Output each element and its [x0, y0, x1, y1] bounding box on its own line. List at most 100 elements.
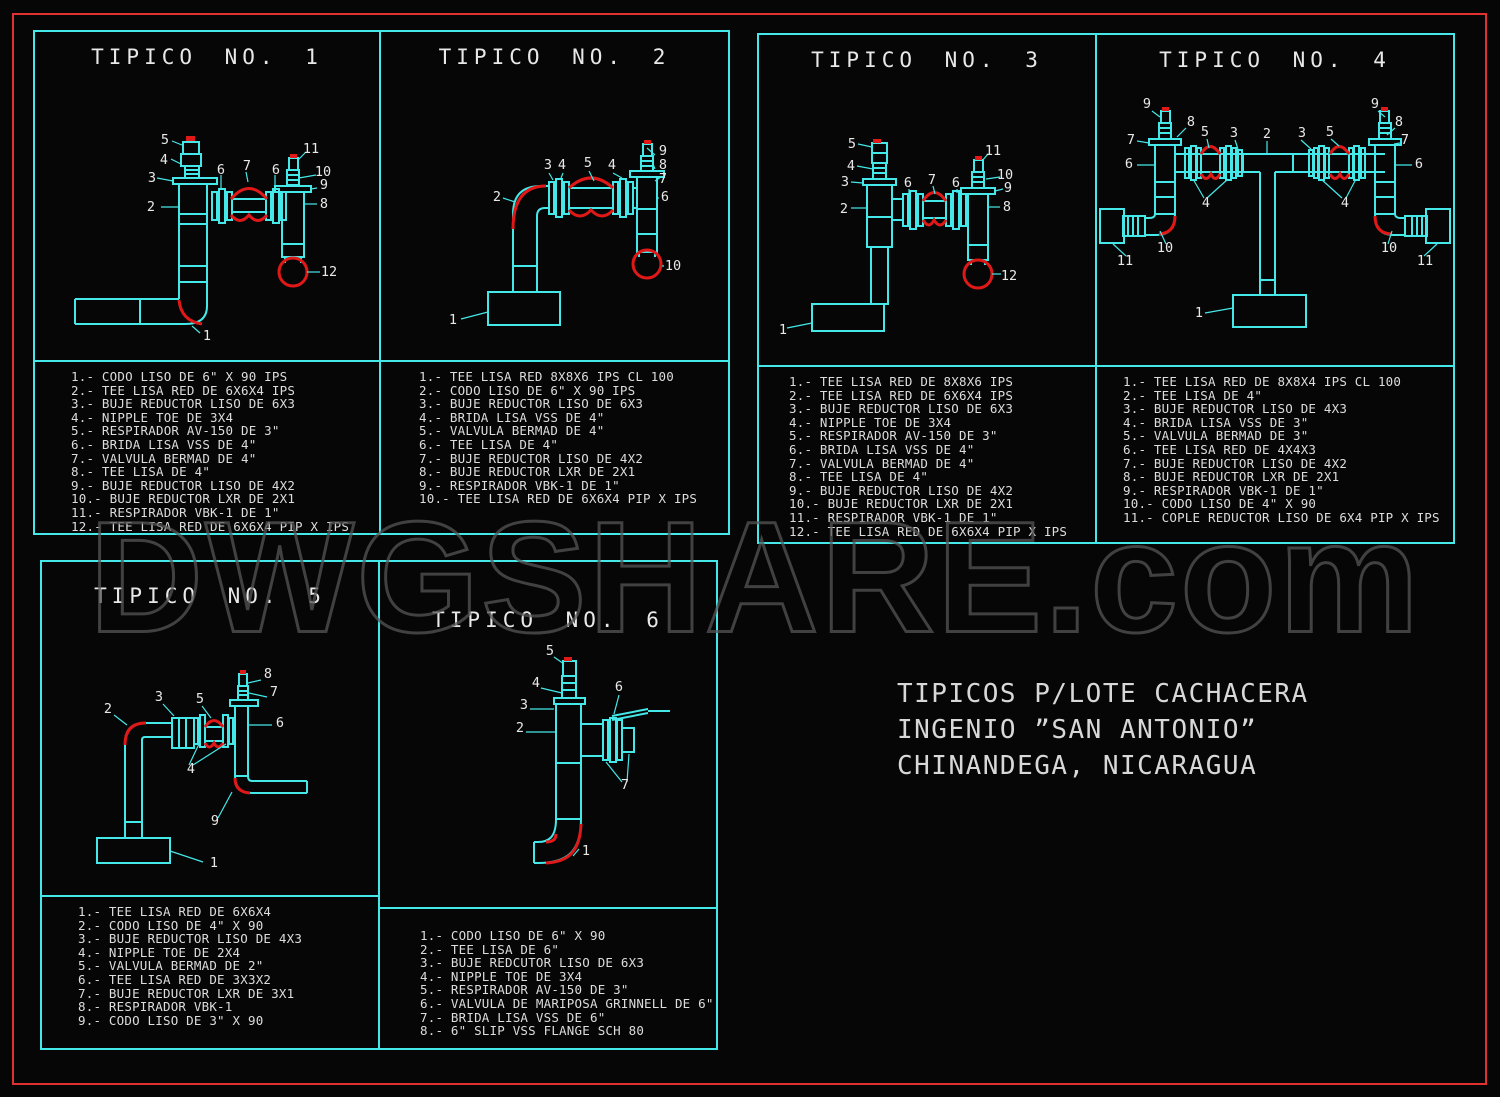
- parts-list-item: 2.- CODO LISO DE 6" X 90 IPS: [419, 382, 636, 398]
- callout-number: 5: [161, 132, 169, 148]
- callout-number: 7: [659, 171, 667, 187]
- panel-title: TIPICO NO. 4: [1159, 48, 1391, 72]
- callout-number: 2: [493, 189, 501, 205]
- callout-number: 7: [270, 684, 278, 700]
- callout-number: 5: [584, 155, 592, 171]
- callout-number: 8: [264, 666, 272, 682]
- parts-list-item: 4.- BRIDA LISA VSS DE 4": [419, 409, 605, 425]
- parts-list-item: 2.- TEE LISA DE 6": [420, 941, 560, 957]
- parts-list-item: 12.- TEE LISA RED DE 6X6X4 PIP X IPS: [789, 523, 1068, 539]
- callout-number: 1: [449, 312, 457, 328]
- parts-list-item: 5.- VALVULA BERMAD DE 2": [78, 958, 264, 974]
- parts-list-item: 1.- CODO LISO DE 6" X 90: [420, 928, 606, 943]
- parts-list-item: 7.- BUJE REDUCTOR LXR DE 3X1: [78, 985, 295, 1001]
- panel-title: TIPICO NO. 2: [438, 45, 671, 69]
- parts-list-item: 5.- VALVULA BERMAD DE 3": [1123, 428, 1309, 444]
- parts-list-item: 11.- RESPIRADOR VBK-1 DE 1": [71, 504, 280, 520]
- title-line-1: TIPICOS P/LOTE CACHACERA: [897, 679, 1309, 709]
- panel-tipico-3: TIPICO NO. 3: [757, 33, 1097, 544]
- parts-list-item: 1.- TEE LISA RED 8X8X6 IPS CL 100: [419, 369, 674, 384]
- panel-tipico-5: TIPICO NO. 5: [40, 560, 380, 1050]
- callout-number: 4: [532, 675, 540, 691]
- callout-number: 6: [276, 715, 284, 731]
- parts-list-item: 12.- TEE LISA RED DE 6X6X4 PIP X IPS: [71, 518, 350, 534]
- parts-list-item: 2.- TEE LISA RED DE 6X6X4 IPS: [71, 382, 296, 398]
- callout-number: 5: [1201, 124, 1209, 140]
- parts-list-item: 9.- BUJE REDUCTOR LISO DE 4X2: [71, 477, 296, 493]
- respirador-tip: [1381, 107, 1388, 111]
- panel-tipico-2: TIPICO NO. 2: [379, 30, 730, 535]
- parts-list-item: 4.- NIPPLE TOE DE 3X4: [420, 968, 583, 984]
- respirador-tip: [873, 139, 881, 143]
- panel-title: TIPICO NO. 3: [811, 48, 1043, 72]
- parts-list-item: 10.- CODO LISO DE 4" X 90: [1123, 496, 1317, 512]
- callout-number: 11: [303, 141, 319, 157]
- parts-list-item: 3.- BUJE REDUCTOR LISO DE 4X3: [78, 931, 303, 947]
- parts-list-item: 5.- RESPIRADOR AV-150 DE 3": [71, 423, 280, 439]
- callout-number: 7: [1127, 132, 1135, 148]
- sheet-border-frame: [12, 13, 1487, 1085]
- callout-number: 2: [516, 720, 524, 736]
- red-fittings: [511, 176, 663, 280]
- callout-number: 10: [1157, 240, 1173, 256]
- parts-list-item: 6.- BRIDA LISA VSS DE 4": [71, 436, 257, 452]
- callout-number: 5: [546, 643, 554, 659]
- callout-number: 2: [147, 199, 155, 215]
- callout-number: 1: [203, 328, 211, 344]
- parts-list-item: 3.- BUJE REDUCTOR LISO DE 6X3: [419, 396, 644, 412]
- drawing-title-block: TIPICOS P/LOTE CACHACERA INGENIO ”SAN AN…: [897, 676, 1309, 784]
- callout-number: 9: [320, 177, 328, 193]
- callout-number: 6: [1415, 156, 1423, 172]
- respirador-tip: [240, 670, 246, 674]
- callout-number: 6: [615, 679, 623, 695]
- parts-list-item: 10.- TEE LISA RED DE 6X6X4 PIP X IPS: [419, 491, 698, 507]
- panel-title: TIPICO NO. 1: [91, 45, 323, 69]
- callout-number: 10: [1381, 240, 1397, 256]
- parts-list-item: 5.- RESPIRADOR AV-150 DE 3": [420, 982, 629, 998]
- parts-list-item: 9.- RESPIRADOR VBK-1 DE 1": [1123, 482, 1324, 498]
- callout-number: 6: [952, 175, 960, 191]
- callout-number: 2: [104, 701, 112, 717]
- callout-number: 9: [1143, 96, 1151, 112]
- pipe-outline: [533, 660, 670, 864]
- callout-number: 8: [1395, 114, 1403, 130]
- title-line-3: CHINANDEGA, NICARAGUA: [897, 751, 1258, 781]
- parts-list-item: 7.- BUJE REDUCTOR LISO DE 4X2: [1123, 455, 1348, 471]
- callout-number: 7: [928, 172, 936, 188]
- callout-number: 11: [1117, 253, 1133, 269]
- parts-list-item: 10.- BUJE REDUCTOR LXR DE 2X1: [71, 491, 296, 507]
- parts-list-item: 1.- TEE LISA RED DE 8X8X6 IPS: [789, 374, 1014, 389]
- panel-tipico-6: TIPICO NO. 6: [378, 560, 718, 1050]
- callout-number: 3: [841, 174, 849, 190]
- callout-number: 9: [1371, 96, 1379, 112]
- callout-number: 6: [661, 189, 669, 205]
- callout-number: 4: [187, 761, 195, 777]
- respirador-tip: [290, 154, 297, 158]
- parts-list-item: 8.- TEE LISA DE 4": [789, 469, 929, 485]
- panel-tipico-1: TIPICO NO. 1: [33, 30, 381, 535]
- red-fittings: [921, 191, 994, 290]
- parts-list-item: 6.- VALVULA DE MARIPOSA GRINNELL DE 6": [420, 995, 714, 1011]
- callout-number: 3: [1298, 125, 1306, 141]
- parts-list-item: 8.- BUJE REDUCTOR LXR DE 2X1: [1123, 469, 1340, 485]
- parts-list-item: 9.- BUJE REDUCTOR LISO DE 4X2: [789, 482, 1014, 498]
- parts-list-item: 1.- CODO LISO DE 6" X 90 IPS: [71, 369, 288, 384]
- callout-number: 2: [840, 201, 848, 217]
- callout-number: 1: [779, 322, 787, 338]
- parts-list-item: 1.- TEE LISA RED DE 6X6X4: [78, 904, 272, 919]
- callout-number: 8: [659, 157, 667, 173]
- red-fittings: [545, 823, 583, 865]
- leader-lines: [526, 656, 630, 857]
